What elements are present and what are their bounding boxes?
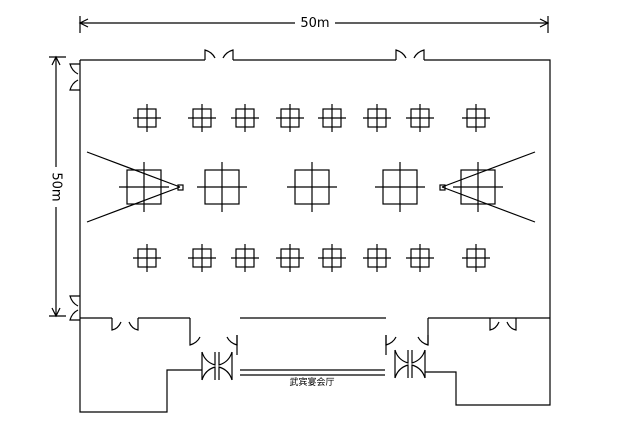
- table-top-4: [276, 104, 304, 132]
- corridor-door-left: [111, 318, 139, 331]
- stage-table-1: [119, 162, 169, 212]
- table-top-1: [133, 104, 161, 132]
- table-bottom-7: [406, 244, 434, 272]
- table-bottom-5: [318, 244, 346, 272]
- entrance-door-left: [189, 335, 238, 381]
- left-door-top: [69, 63, 80, 91]
- entrance-door-right: [385, 335, 429, 379]
- tables-top-row: [133, 104, 490, 132]
- table-bottom-6: [363, 244, 391, 272]
- stage-table-3: [287, 162, 337, 212]
- top-door-left: [204, 49, 234, 60]
- table-top-5: [318, 104, 346, 132]
- table-top-3: [231, 104, 259, 132]
- table-bottom-1: [133, 244, 161, 272]
- projector-right: [439, 151, 536, 223]
- table-top-2: [188, 104, 216, 132]
- table-bottom-3: [231, 244, 259, 272]
- table-top-7: [406, 104, 434, 132]
- stage-table-5: [453, 162, 503, 212]
- left-dimension-label: 50m: [49, 172, 64, 201]
- stage-table-2: [197, 162, 247, 212]
- stage-table-4: [375, 162, 425, 212]
- stage-tables: [119, 162, 503, 212]
- hall-outline: [79, 59, 551, 413]
- table-bottom-2: [188, 244, 216, 272]
- corridor-door-right: [489, 318, 517, 331]
- top-door-right: [395, 49, 425, 60]
- table-bottom-4: [276, 244, 304, 272]
- projector-left: [86, 151, 184, 223]
- top-dimension-label: 50m: [300, 16, 329, 31]
- left-door-bottom: [69, 295, 80, 321]
- table-bottom-8: [462, 244, 490, 272]
- table-top-6: [363, 104, 391, 132]
- room-label: 武宾宴会厅: [289, 376, 334, 388]
- table-top-8: [462, 104, 490, 132]
- tables-bottom-row: [133, 244, 490, 272]
